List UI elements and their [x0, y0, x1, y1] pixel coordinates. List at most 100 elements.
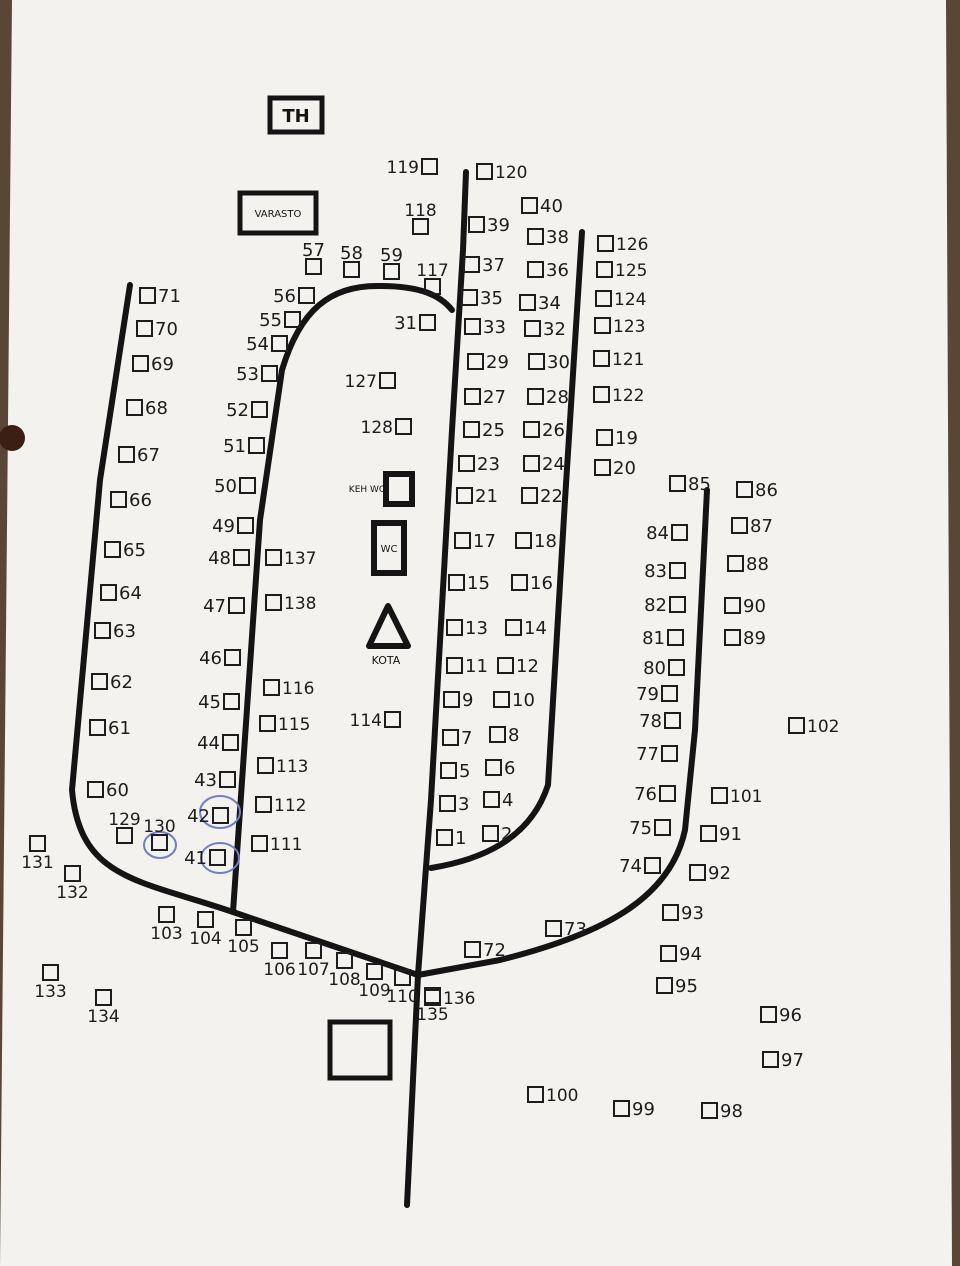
plot-129[interactable]: 129: [108, 810, 141, 844]
plot-50[interactable]: 50: [214, 476, 256, 497]
plot-94[interactable]: 94: [660, 944, 702, 965]
plot-68[interactable]: 68: [126, 398, 168, 419]
plot-66[interactable]: 66: [110, 490, 152, 511]
plot-74[interactable]: 74: [619, 856, 661, 877]
plot-17[interactable]: 17: [454, 531, 496, 552]
plot-5[interactable]: 5: [440, 761, 470, 782]
plot-1[interactable]: 1: [436, 828, 466, 849]
plot-2[interactable]: 2: [482, 824, 512, 845]
plot-7[interactable]: 7: [442, 728, 472, 749]
plot-103[interactable]: 103: [150, 906, 183, 944]
plot-95[interactable]: 95: [656, 976, 698, 997]
plot-120[interactable]: 120: [476, 163, 527, 183]
plot-61[interactable]: 61: [89, 718, 131, 739]
plot-9[interactable]: 9: [443, 690, 473, 711]
plot-85[interactable]: 85: [669, 474, 711, 495]
plot-89[interactable]: 89: [724, 628, 766, 649]
plot-6[interactable]: 6: [485, 758, 515, 779]
plot-46[interactable]: 46: [199, 648, 241, 669]
plot-119[interactable]: 119: [387, 158, 438, 178]
plot-54[interactable]: 54: [246, 334, 288, 355]
plot-73[interactable]: 73: [545, 919, 587, 940]
plot-109[interactable]: 109: [358, 963, 391, 1001]
plot-14[interactable]: 14: [505, 618, 547, 639]
plot-125[interactable]: 125: [596, 261, 647, 281]
plot-12[interactable]: 12: [497, 656, 539, 677]
plot-116[interactable]: 116: [263, 679, 314, 699]
plot-132[interactable]: 132: [56, 865, 89, 903]
plot-93[interactable]: 93: [662, 903, 704, 924]
plot-34[interactable]: 34: [519, 293, 561, 314]
plot-105[interactable]: 105: [227, 919, 260, 957]
plot-35[interactable]: 35: [461, 288, 503, 309]
plot-44[interactable]: 44: [197, 733, 239, 754]
plot-123[interactable]: 123: [594, 317, 645, 337]
plot-51[interactable]: 51: [223, 436, 265, 457]
plot-8[interactable]: 8: [489, 725, 519, 746]
plot-29[interactable]: 29: [467, 352, 509, 373]
plot-75[interactable]: 75: [629, 818, 671, 839]
plot-30[interactable]: 30: [528, 352, 570, 373]
plot-88[interactable]: 88: [727, 554, 769, 575]
plot-110[interactable]: 110: [386, 969, 419, 1007]
plot-97[interactable]: 97: [762, 1050, 804, 1071]
plot-18[interactable]: 18: [515, 531, 557, 552]
plot-134[interactable]: 134: [87, 989, 120, 1027]
plot-48[interactable]: 48: [208, 548, 250, 569]
plot-96[interactable]: 96: [760, 1005, 802, 1026]
th-building[interactable]: TH: [267, 95, 325, 135]
plot-114[interactable]: 114: [350, 711, 401, 731]
plot-87[interactable]: 87: [731, 516, 773, 537]
plot-99[interactable]: 99: [613, 1099, 655, 1120]
plot-15[interactable]: 15: [448, 573, 490, 594]
plot-25[interactable]: 25: [463, 420, 505, 441]
plot-26[interactable]: 26: [523, 420, 565, 441]
plot-108[interactable]: 108: [328, 952, 361, 990]
plot-28[interactable]: 28: [527, 387, 569, 408]
plot-64[interactable]: 64: [100, 583, 142, 604]
plot-22[interactable]: 22: [521, 486, 563, 507]
plot-111[interactable]: 111: [251, 835, 302, 855]
plot-63[interactable]: 63: [94, 621, 136, 642]
plot-62[interactable]: 62: [91, 672, 133, 693]
plot-52[interactable]: 52: [226, 400, 268, 421]
plot-127[interactable]: 127: [345, 372, 396, 392]
plot-101[interactable]: 101: [711, 787, 762, 807]
plot-100[interactable]: 100: [527, 1086, 578, 1106]
plot-69[interactable]: 69: [132, 354, 174, 375]
plot-60[interactable]: 60: [87, 780, 129, 801]
plot-117[interactable]: 117: [416, 261, 449, 295]
plot-86[interactable]: 86: [736, 480, 778, 501]
varasto-building[interactable]: VARASTO: [237, 190, 319, 236]
plot-59[interactable]: 59: [380, 245, 403, 280]
plot-39[interactable]: 39: [468, 215, 510, 236]
plot-83[interactable]: 83: [644, 561, 686, 582]
plot-115[interactable]: 115: [259, 715, 310, 735]
plot-136[interactable]: 136: [424, 989, 475, 1009]
kota-building[interactable]: KOTA: [366, 603, 411, 667]
plot-80[interactable]: 80: [643, 658, 685, 679]
plot-55[interactable]: 55: [259, 310, 301, 331]
plot-102[interactable]: 102: [788, 717, 839, 737]
plot-76[interactable]: 76: [634, 784, 676, 805]
plot-128[interactable]: 128: [361, 418, 412, 438]
plot-121[interactable]: 121: [593, 350, 644, 370]
plot-40[interactable]: 40: [521, 196, 563, 217]
plot-36[interactable]: 36: [527, 260, 569, 281]
plot-92[interactable]: 92: [689, 863, 731, 884]
plot-27[interactable]: 27: [464, 387, 506, 408]
plot-79[interactable]: 79: [636, 684, 678, 705]
plot-41[interactable]: 41: [184, 848, 226, 869]
plot-37[interactable]: 37: [463, 255, 505, 276]
plot-11[interactable]: 11: [446, 656, 488, 677]
plot-42[interactable]: 42: [187, 806, 229, 827]
plot-24[interactable]: 24: [523, 454, 565, 475]
plot-43[interactable]: 43: [194, 770, 236, 791]
plot-91[interactable]: 91: [700, 824, 742, 845]
plot-56[interactable]: 56: [273, 286, 315, 307]
wc-building[interactable]: WC: [371, 520, 407, 576]
plot-133[interactable]: 133: [34, 964, 67, 1002]
plot-4[interactable]: 4: [483, 790, 513, 811]
plot-77[interactable]: 77: [636, 744, 678, 765]
plot-106[interactable]: 106: [263, 942, 296, 980]
